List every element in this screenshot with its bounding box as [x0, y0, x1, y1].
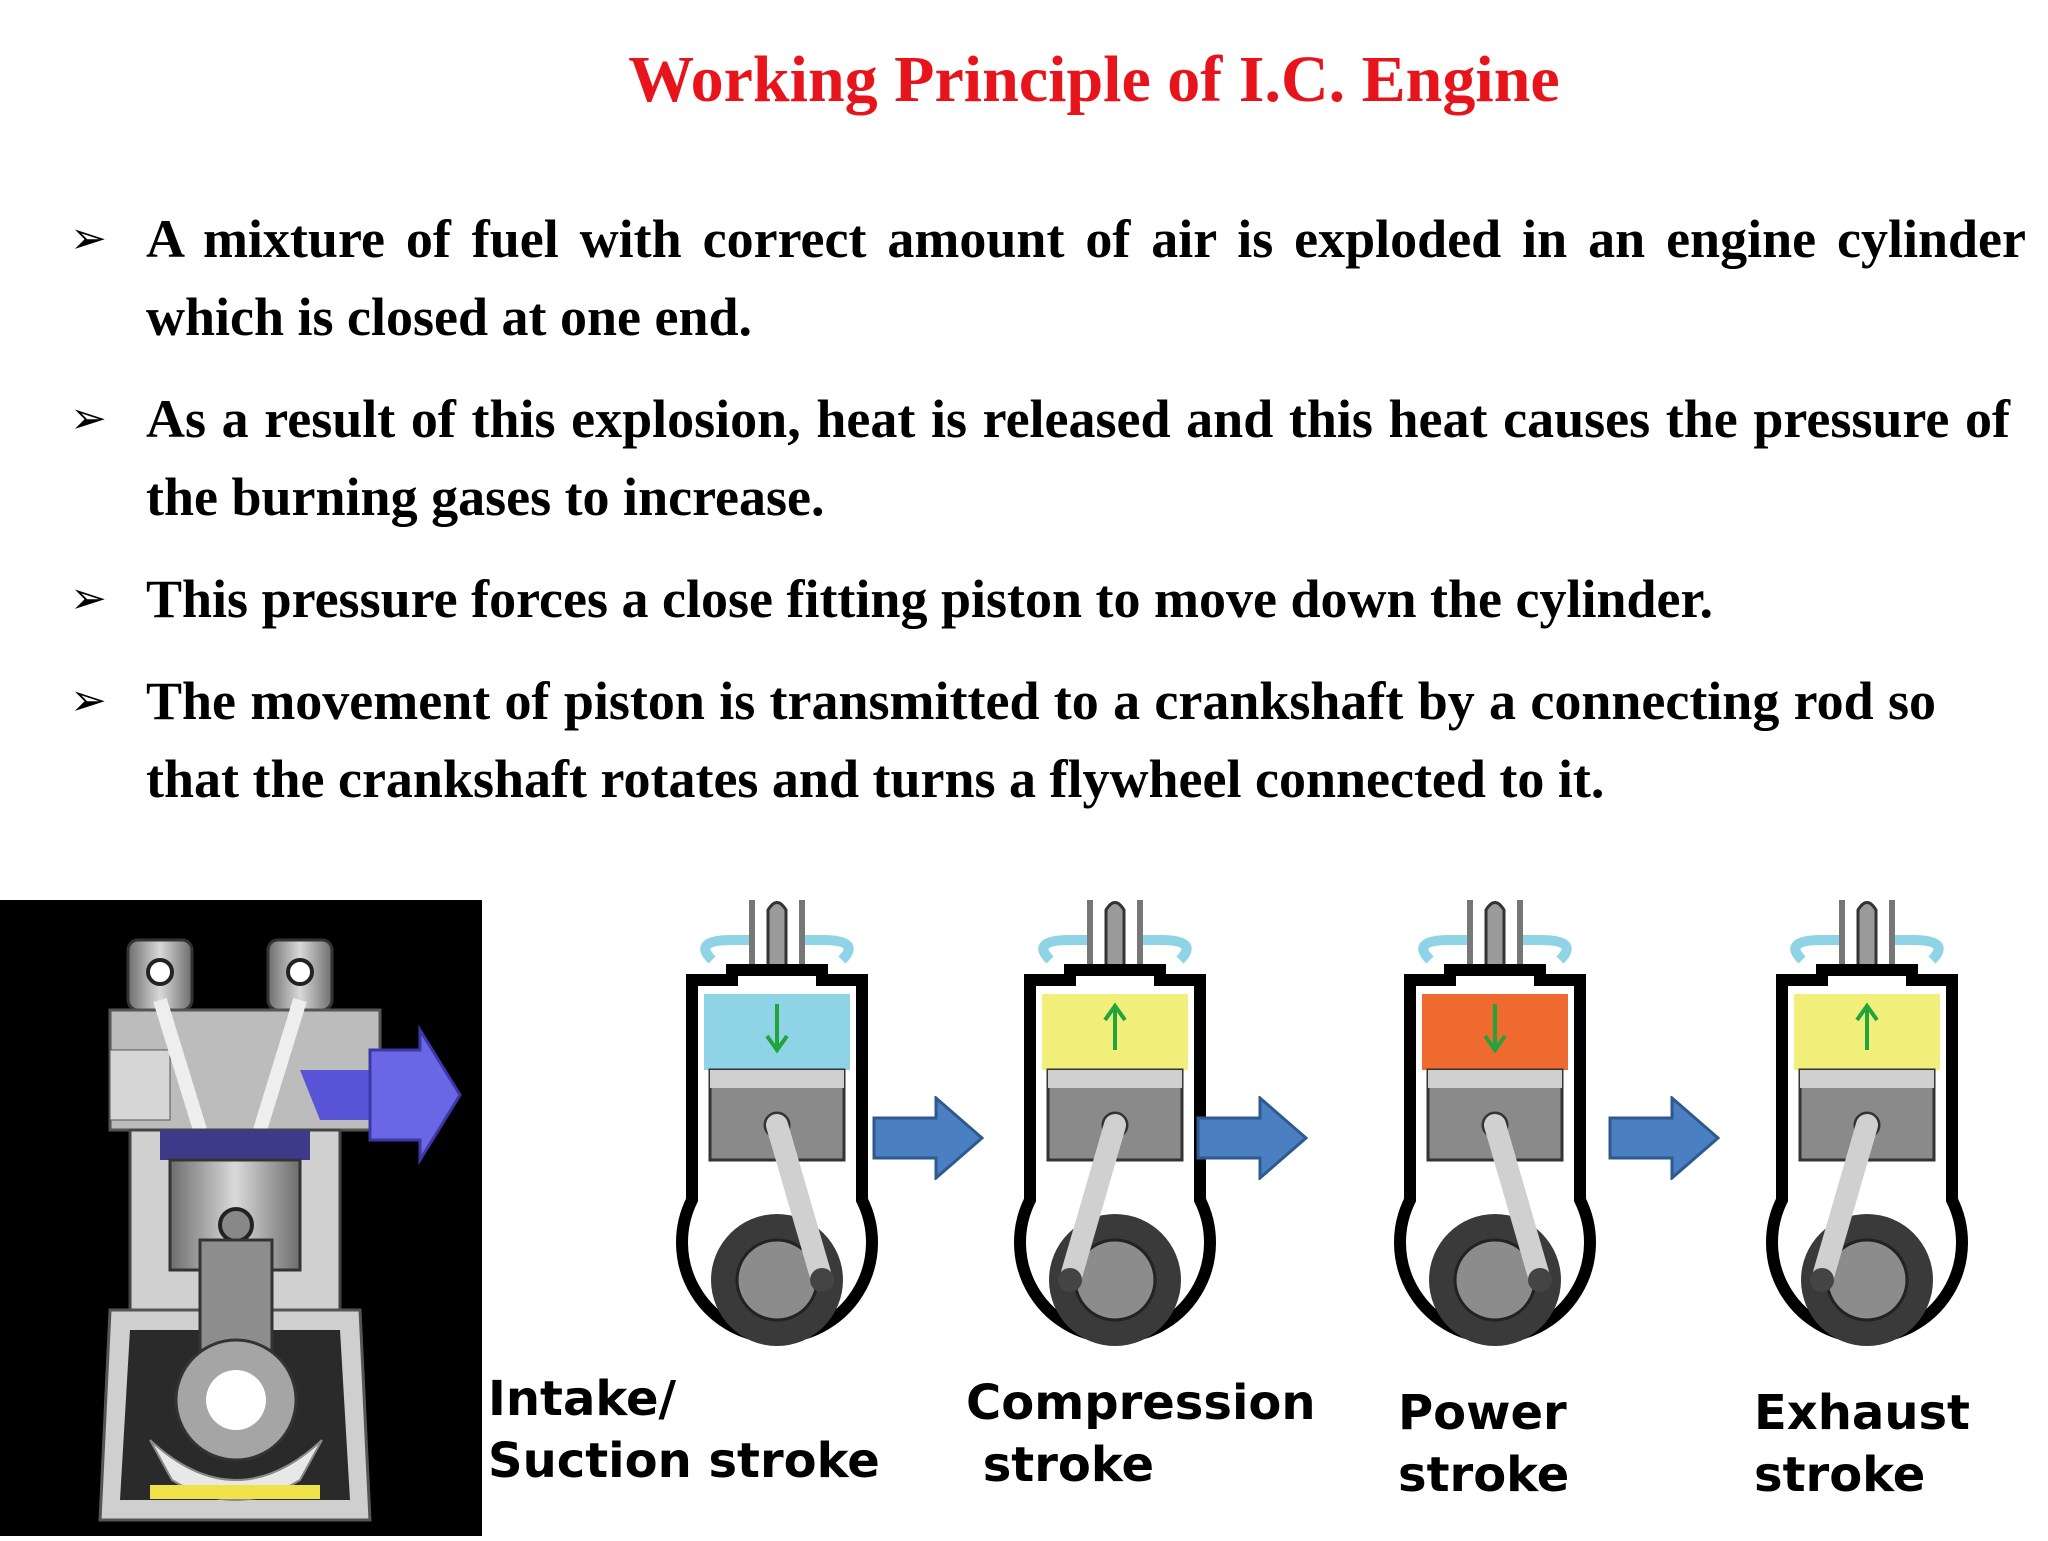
right-arrow-icon [1196, 1096, 1308, 1180]
intake-stroke-label: Intake/ Suction stroke [488, 1371, 880, 1489]
engine-cutaway-image [0, 900, 482, 1536]
compression-stroke-label: Compression stroke [966, 1375, 1316, 1493]
power-stroke-diagram [1390, 900, 1600, 1380]
arrow-bullet-icon: ➢ [70, 393, 107, 444]
arrow-bullet-icon: ➢ [70, 573, 107, 624]
bullet-text: This pressure forces a close fitting pis… [146, 569, 1714, 629]
power-stroke-label: Power stroke [1398, 1385, 1570, 1503]
exhaust-stroke-diagram [1762, 900, 1972, 1380]
bullet-item: ➢ This pressure forces a close fitting p… [70, 560, 2010, 638]
exhaust-stroke-label: Exhaust stroke [1754, 1385, 1970, 1503]
intake-stroke-diagram [672, 900, 882, 1380]
arrow-bullet-icon: ➢ [70, 675, 107, 726]
right-arrow-icon [872, 1096, 984, 1180]
arrow-bullet-icon: ➢ [70, 213, 107, 264]
bullet-text: A mixture of fuel with correct amount of… [146, 209, 2026, 347]
bullet-item: ➢ As a result of this explosion, heat is… [70, 380, 2010, 536]
bullet-list: ➢ A mixture of fuel with correct amount … [70, 200, 2026, 842]
slide-title: Working Principle of I.C. Engine [628, 43, 1560, 116]
right-arrow-icon [1608, 1096, 1720, 1180]
bullet-item: ➢ The movement of piston is transmitted … [70, 662, 1936, 818]
compression-stroke-diagram [1010, 900, 1220, 1380]
bullet-item: ➢ A mixture of fuel with correct amount … [70, 200, 2026, 356]
bullet-text: As a result of this explosion, heat is r… [146, 389, 2010, 527]
bullet-text: The movement of piston is transmitted to… [146, 671, 1936, 809]
